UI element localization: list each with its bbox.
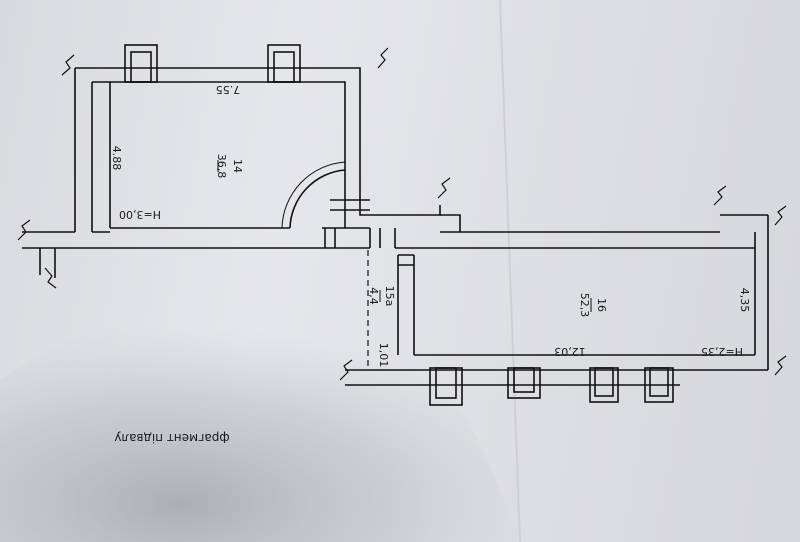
room-15a-area: 4,4 <box>367 287 380 305</box>
room-16-length-dim: 12,03 <box>554 345 586 358</box>
break-mark-7 <box>774 205 787 226</box>
wall-room-16 <box>440 214 769 370</box>
break-mark-6 <box>713 185 727 206</box>
wall-room-14-outer <box>75 67 441 216</box>
doorway-marks <box>324 199 414 266</box>
break-mark-8 <box>339 359 353 381</box>
window-top-1 <box>124 44 158 83</box>
room-15a-number: 15а <box>383 286 396 307</box>
wall-room-14-left <box>74 68 111 232</box>
window-top-2 <box>267 44 301 83</box>
room-14-height: H=3,00 <box>119 208 161 221</box>
wall-room-16-bottom <box>345 354 768 371</box>
window-bottom-2 <box>507 367 541 399</box>
break-mark-5 <box>437 177 451 199</box>
wall-room-15a <box>345 255 430 386</box>
wall-corridor <box>22 231 370 249</box>
door-swing-arc <box>289 169 346 229</box>
room-14-width-dim: 7.55 <box>216 83 241 96</box>
break-mark-9 <box>774 355 787 376</box>
room-16-height: H=2,35 <box>701 345 743 358</box>
wall-room-14-top-inner <box>110 81 346 175</box>
wall-corridor-bottom <box>395 231 755 249</box>
room-16-number: 16 <box>595 298 608 312</box>
room-14-number: 14 <box>231 159 244 173</box>
plan-caption: фрагмент підвалу <box>114 431 229 445</box>
room-14-depth-dim: 4.88 <box>110 146 123 171</box>
break-mark-4 <box>44 267 57 289</box>
window-bottom-1 <box>429 367 463 406</box>
break-mark-1 <box>61 54 75 76</box>
break-mark-2 <box>377 47 389 69</box>
room-16-area: 52,3 <box>578 293 591 318</box>
break-mark-3 <box>17 219 31 241</box>
room-15a-dim: 1,01 <box>377 343 390 368</box>
room-16-depth-dim: 4,35 <box>738 288 751 313</box>
room-14-area: 36,8 <box>215 154 228 179</box>
wall-left-stub <box>39 248 56 278</box>
